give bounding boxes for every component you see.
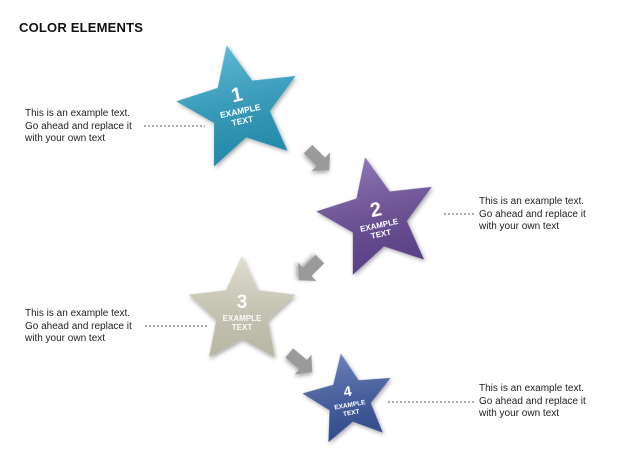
- star-3-label-line1: EXAMPLE: [223, 314, 262, 323]
- caption-3-line1: This is an example text.: [25, 308, 131, 319]
- flow-arrow-3: [285, 348, 313, 375]
- caption-4-line1: This is an example text.: [479, 383, 585, 394]
- caption-2-line3: with your own text: [479, 221, 560, 232]
- flow-arrow-2: [297, 254, 325, 282]
- page-title: COLOR ELEMENTS: [19, 20, 144, 35]
- caption-3-line2: Go ahead and replace it: [25, 320, 132, 332]
- star-3: [188, 256, 296, 358]
- star-4-number: 4: [342, 383, 353, 400]
- caption-1-line2: Go ahead and replace it: [25, 120, 132, 132]
- caption-1-line1: This is an example text.: [25, 108, 131, 119]
- caption-2-line2: Go ahead and replace it: [479, 208, 586, 220]
- caption-2: This is an example text. Go ahead and re…: [479, 196, 609, 234]
- star-1-label-line2: TEXT: [231, 113, 255, 127]
- star-1-number: 1: [229, 83, 244, 107]
- star-2-number: 2: [368, 198, 383, 222]
- star-3-label-line2: TEXT: [232, 323, 253, 332]
- star-4: [302, 353, 391, 443]
- caption-3: This is an example text. Go ahead and re…: [25, 308, 155, 346]
- flow-arrow-1: [303, 144, 331, 172]
- caption-3-line3: with your own text: [25, 333, 106, 344]
- caption-1: This is an example text. Go ahead and re…: [25, 108, 155, 146]
- caption-4-line3: with your own text: [479, 408, 560, 419]
- star-2: [316, 157, 432, 275]
- caption-2-line1: This is an example text.: [479, 196, 585, 207]
- star-4-label-line2: TEXT: [343, 408, 361, 418]
- star-1: [176, 45, 296, 167]
- caption-4: This is an example text. Go ahead and re…: [479, 383, 609, 421]
- caption-1-line3: with your own text: [25, 133, 106, 144]
- caption-4-line2: Go ahead and replace it: [479, 395, 586, 407]
- star-2-label-line2: TEXT: [370, 228, 392, 241]
- star-3-number: 3: [237, 292, 248, 313]
